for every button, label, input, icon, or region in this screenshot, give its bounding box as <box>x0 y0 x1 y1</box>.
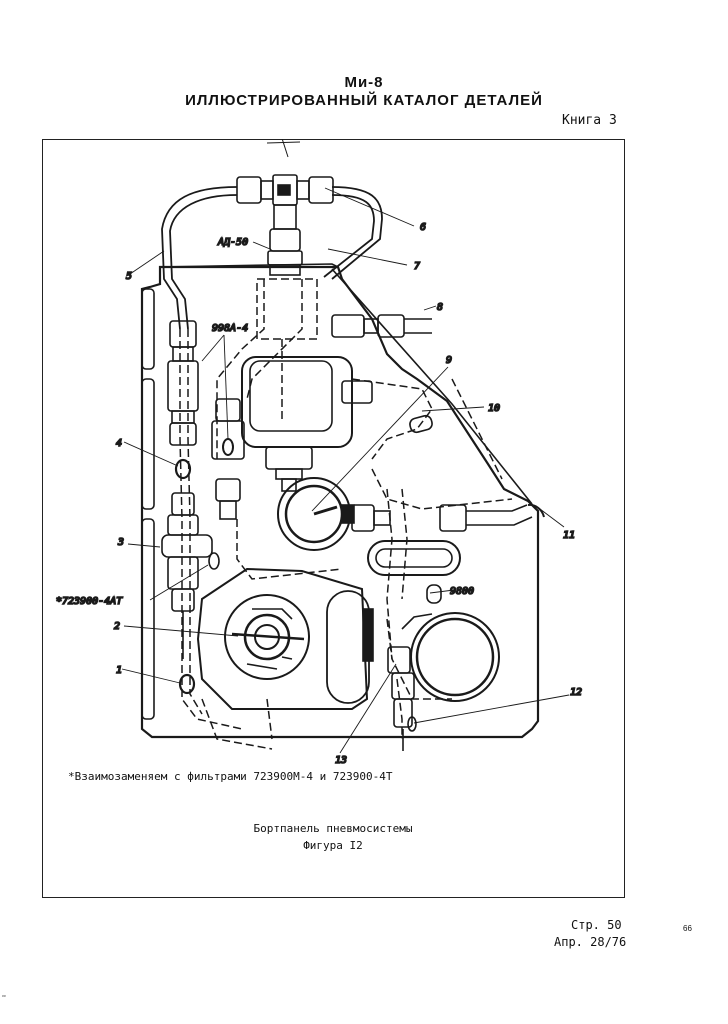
callout-7: 7 <box>414 261 420 272</box>
callout-5: 5 <box>126 271 132 282</box>
model-title: Ми-8 <box>344 74 384 91</box>
pneumatic-panel-drawing: 6 7 5 АД-50 8 998А-4 9 10 4 11 3 9800 *7… <box>55 139 583 767</box>
callout-6: 6 <box>420 222 426 233</box>
callout-3: 3 <box>117 537 124 548</box>
right-gauge <box>387 612 500 751</box>
revision-date: Апр. 28/76 <box>554 935 627 949</box>
callout-723900: *723900-4АТ <box>56 596 123 607</box>
corner-mark: ᵒᵒ <box>2 994 6 1000</box>
pipe-5-inner <box>169 194 238 330</box>
callout-998a4: 998А-4 <box>212 323 248 334</box>
figure-caption: Бортпанель пневмосистемы <box>253 822 413 835</box>
panel-top-edge <box>159 263 339 268</box>
pipe-5 <box>161 186 238 330</box>
callout-2: 2 <box>114 621 120 632</box>
right-fittings <box>331 314 545 532</box>
leader-lines <box>121 187 570 754</box>
sheet-number: 66 <box>683 924 692 933</box>
crosshair-mark <box>266 139 301 158</box>
callout-8: 8 <box>437 302 443 313</box>
left-slots <box>141 288 155 720</box>
left-filter-stack <box>161 320 220 695</box>
callout-ad50: АД-50 <box>217 237 248 248</box>
horizontal-slot <box>367 540 461 604</box>
lower-bracket <box>196 567 374 710</box>
pipe-7 <box>331 186 383 280</box>
callout-4: 4 <box>116 438 122 449</box>
callout-10: 10 <box>488 403 500 414</box>
callout-12: 12 <box>570 687 582 698</box>
page-number: Стр. 50 <box>571 918 622 932</box>
catalog-title: ИЛЛЮСТРИРОВАННЫЙ КАТАЛОГ ДЕТАЛЕЙ <box>185 92 543 109</box>
pressure-gauge <box>277 477 355 551</box>
hidden-lines <box>179 278 513 750</box>
callout-13: 13 <box>335 755 347 766</box>
filter-998a4 <box>211 398 245 520</box>
interchangeability-note: *Взаимозаменяем с фильтрами 723900М-4 и … <box>68 770 393 783</box>
callout-11: 11 <box>563 530 575 541</box>
book-number: Книга 3 <box>562 113 617 128</box>
pipe-7-inner <box>323 194 375 278</box>
top-fittings <box>236 174 334 276</box>
figure-frame <box>42 139 625 898</box>
callout-9: 9 <box>446 355 452 366</box>
figure-number: Фигура I2 <box>303 839 363 852</box>
central-tank <box>241 356 353 492</box>
callout-9800: 9800 <box>450 586 474 597</box>
callout-1: 1 <box>116 665 122 676</box>
